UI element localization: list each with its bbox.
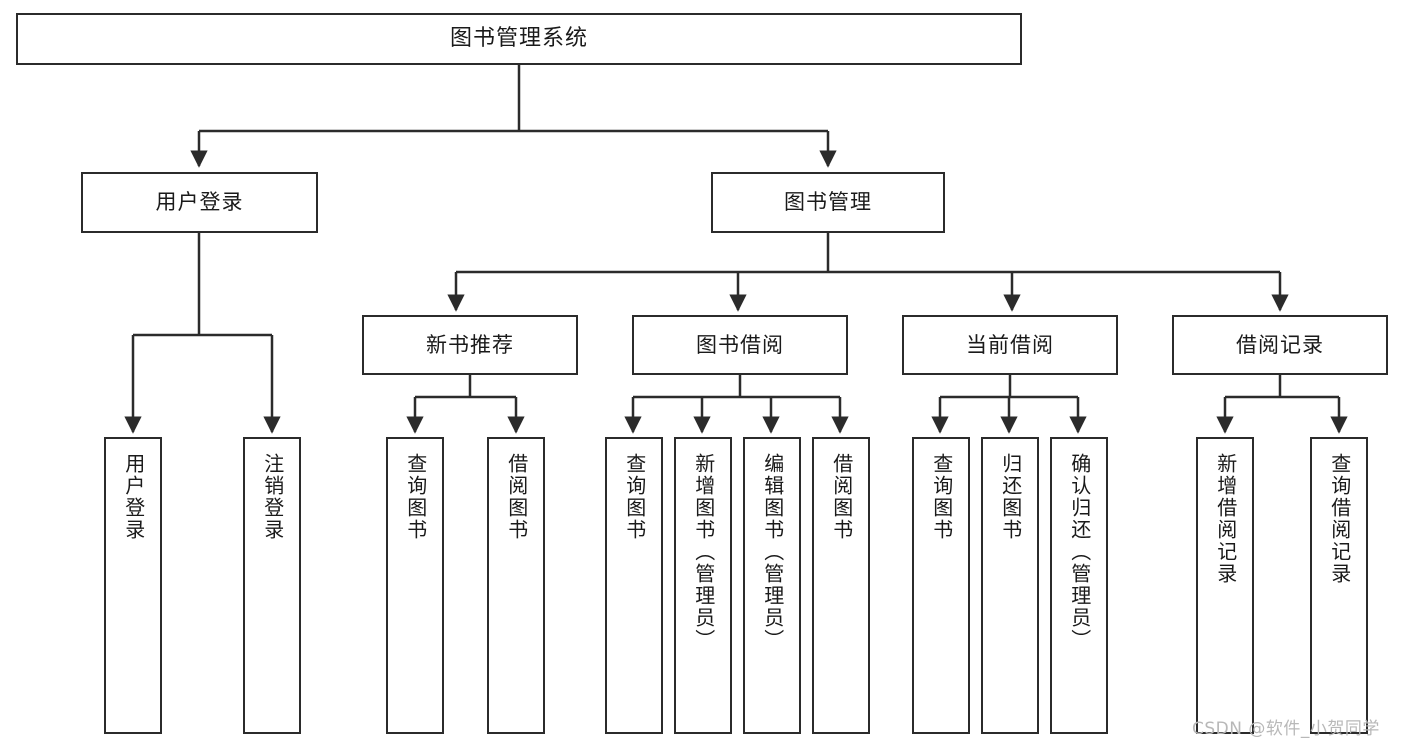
- node-label: 用户登录: [121, 453, 146, 541]
- node-user-login[interactable]: 用户登录: [81, 172, 318, 233]
- node-label: 新增图书（管理员）: [691, 453, 716, 651]
- node-label: 借阅记录: [1236, 332, 1324, 357]
- node-current-borrow[interactable]: 当前借阅: [902, 315, 1118, 375]
- node-label: 图书管理: [784, 190, 872, 214]
- leaf-return-book[interactable]: 归还图书: [981, 437, 1039, 734]
- node-new-book-recommend[interactable]: 新书推荐: [362, 315, 578, 375]
- node-book-manage[interactable]: 图书管理: [711, 172, 945, 233]
- node-borrow-record[interactable]: 借阅记录: [1172, 315, 1388, 375]
- leaf-query-book-borrow[interactable]: 查询图书: [605, 437, 663, 734]
- node-label: 用户登录: [155, 190, 244, 214]
- node-label: 图书管理系统: [449, 26, 588, 51]
- node-label: 借阅图书: [504, 453, 529, 541]
- node-label: 确认归还（管理员）: [1067, 453, 1092, 651]
- leaf-edit-book-admin[interactable]: 编辑图书（管理员）: [743, 437, 801, 734]
- leaf-logout[interactable]: 注销登录: [243, 437, 301, 734]
- leaf-query-book-current[interactable]: 查询图书: [912, 437, 970, 734]
- node-label: 查询图书: [622, 453, 647, 541]
- node-label: 借阅图书: [829, 453, 854, 541]
- leaf-borrow-book-recommend[interactable]: 借阅图书: [487, 437, 545, 734]
- node-label: 归还图书: [998, 453, 1023, 541]
- watermark-text: CSDN @软件_小贺同学: [1192, 719, 1380, 739]
- leaf-borrow-book[interactable]: 借阅图书: [812, 437, 870, 734]
- leaf-confirm-return-admin[interactable]: 确认归还（管理员）: [1050, 437, 1108, 734]
- node-label: 查询图书: [929, 453, 954, 541]
- node-label: 当前借阅: [966, 332, 1054, 357]
- leaf-query-borrow-record[interactable]: 查询借阅记录: [1310, 437, 1368, 734]
- node-label: 新增借阅记录: [1213, 453, 1238, 585]
- node-label: 新书推荐: [426, 332, 514, 357]
- node-label: 查询图书: [403, 453, 428, 541]
- node-label: 图书借阅: [696, 332, 784, 357]
- leaf-add-book-admin[interactable]: 新增图书（管理员）: [674, 437, 732, 734]
- node-root-system[interactable]: 图书管理系统: [16, 13, 1022, 65]
- leaf-add-borrow-record[interactable]: 新增借阅记录: [1196, 437, 1254, 734]
- leaf-user-login[interactable]: 用户登录: [104, 437, 162, 734]
- node-label: 编辑图书（管理员）: [760, 453, 785, 651]
- node-label: 注销登录: [260, 453, 285, 541]
- node-label: 查询借阅记录: [1327, 453, 1352, 585]
- node-book-borrow[interactable]: 图书借阅: [632, 315, 848, 375]
- leaf-query-book-recommend[interactable]: 查询图书: [386, 437, 444, 734]
